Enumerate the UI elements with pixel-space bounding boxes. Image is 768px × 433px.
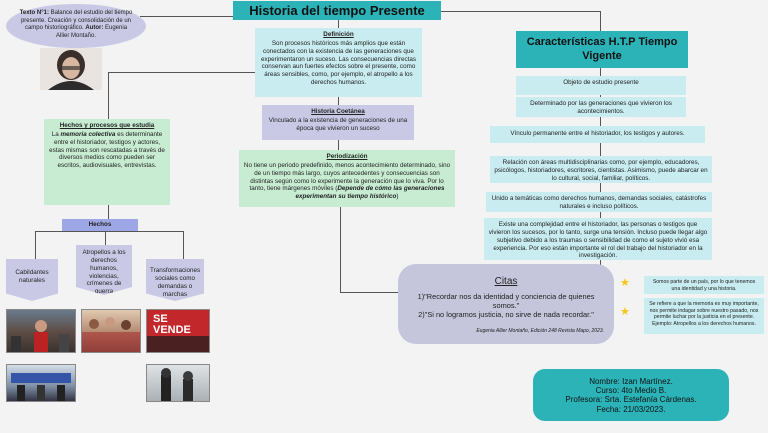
citas-title: Citas xyxy=(494,276,518,287)
hechos-procesos-text: es determinante entre el historiador, te… xyxy=(49,130,165,170)
comment-text: Se refiere a que la memoria es muy impor… xyxy=(649,301,759,327)
author-portrait xyxy=(40,48,102,90)
connector xyxy=(440,11,600,12)
hechos-procesos-box: Hechos y procesos que estudia La memoria… xyxy=(44,119,170,205)
hechos-procesos-bold: memoria colectiva xyxy=(60,130,116,138)
citas-box: Citas 1)"Recordar nos da identidad y con… xyxy=(398,264,614,344)
source-note-text: Balance del estudio del tiempo presente.… xyxy=(20,10,133,31)
comment-box: Somos parte de un país, por lo que tenem… xyxy=(644,276,764,294)
connector xyxy=(340,292,398,293)
connector xyxy=(338,140,339,150)
hecho-item: Atropellos a los derechos humanos, viole… xyxy=(76,245,132,295)
student-info: Nombre: Izan Martínez. Curso: 4to Medio … xyxy=(533,369,729,421)
caracteristica-text: Objeto de estudio presente xyxy=(563,79,639,86)
photo-march xyxy=(6,364,76,402)
source-note-label: Texto N°1: xyxy=(19,10,49,16)
cita-quote-1: 1)"Recordar nos da identidad y concienci… xyxy=(417,291,595,310)
connector xyxy=(140,16,235,17)
connector xyxy=(35,231,183,232)
hechos-procesos-title: Hechos y procesos que estudia xyxy=(59,122,155,129)
caracteristica-item: Existe una complejidad entre el historia… xyxy=(484,218,712,260)
caracteristica-text: Determinado por las generaciones que viv… xyxy=(530,100,672,115)
photo-protest-1 xyxy=(6,309,76,353)
comment-box: Se refiere a que la memoria es muy impor… xyxy=(644,298,764,334)
definition-box: Definición Son procesos históricos más a… xyxy=(255,28,422,97)
student-line: Fecha: 21/03/2023. xyxy=(596,404,666,414)
page-title-text: Historia del tiempo Presente xyxy=(249,3,425,18)
connector xyxy=(340,207,341,292)
historia-coetanea-box: Historia Coetánea Vinculado a la existen… xyxy=(262,105,414,140)
hecho-item-label: Atropellos a los derechos humanos, viole… xyxy=(82,249,126,296)
page-title: Historia del tiempo Presente xyxy=(233,1,441,20)
caracteristica-text: Unido a temáticas como derechos humanos,… xyxy=(491,195,707,210)
caracteristica-item: Unido a temáticas como derechos humanos,… xyxy=(486,192,712,212)
source-note-author-label: Autor: xyxy=(85,25,104,31)
periodizacion-box: Periodización No tiene un periodo predef… xyxy=(239,150,455,207)
hechos-procesos-prefix: La xyxy=(51,130,61,138)
historia-coetanea-text: Vinculado a la existencia de generacione… xyxy=(268,116,408,132)
star-icon: ★ xyxy=(620,277,630,289)
definition-text: Son procesos históricos más amplios que … xyxy=(260,39,417,87)
caracteristica-item: Objeto de estudio presente xyxy=(516,76,686,95)
hechos-box: Hechos xyxy=(62,219,138,231)
hecho-item: Transformaciones sociales como demandas … xyxy=(146,259,204,301)
caracteristica-item: Vínculo permanente entre el historiador,… xyxy=(490,126,705,143)
photo-police xyxy=(146,364,210,402)
periodizacion-title: Periodización xyxy=(326,153,368,160)
connector xyxy=(108,72,109,119)
caracteristicas-title-box: Características H.T.P Tiempo Vigente xyxy=(516,31,688,68)
caracteristica-text: Relación con áreas multidisciplinarias c… xyxy=(494,159,708,182)
comment-text: Somos parte de un país, por lo que tenem… xyxy=(652,279,756,292)
photo-se-vende: SE VENDE xyxy=(146,309,210,353)
caracteristica-item: Determinado por las generaciones que viv… xyxy=(516,97,686,117)
connector xyxy=(108,72,258,73)
connector xyxy=(600,11,601,31)
student-line: Profesora: Srta. Estefanía Cárdenas. xyxy=(565,395,697,405)
source-note-author: Eugenia Allier Montaño. xyxy=(55,25,128,39)
connector xyxy=(338,97,339,105)
connector xyxy=(338,20,339,28)
hechos-title: Hechos xyxy=(88,221,112,228)
historia-coetanea-title: Historia Coetánea xyxy=(311,108,365,115)
student-line: Curso: 4to Medio B. xyxy=(595,386,667,396)
caracteristica-text: Vínculo permanente entre el historiador,… xyxy=(510,130,685,137)
cita-quote-2: 2)"Si no logramos justicia, no sirve de … xyxy=(418,310,594,319)
star-icon: ★ xyxy=(620,306,630,318)
caracteristica-text: Existe una complejidad entre el historia… xyxy=(488,221,708,260)
connector xyxy=(183,231,184,259)
periodizacion-end: ) xyxy=(396,193,399,201)
source-note: Texto N°1: Balance del estudio del tiemp… xyxy=(6,4,146,48)
definition-title: Definición xyxy=(323,31,354,38)
hecho-item-label: Transformaciones sociales como demandas … xyxy=(150,267,201,298)
periodizacion-italic: Depende de cómo las generaciones experim… xyxy=(295,185,445,201)
connector xyxy=(35,231,36,259)
periodizacion-text: No tiene un periodo predefinido, menos a… xyxy=(243,161,451,193)
hecho-item: Cabildantes naturales xyxy=(6,259,58,301)
photo-sign: SE VENDE xyxy=(153,313,191,336)
photo-protest-2 xyxy=(81,309,141,353)
caracteristicas-title: Características H.T.P Tiempo Vigente xyxy=(526,36,678,62)
connector xyxy=(105,231,106,245)
student-line: Nombre: Izan Martínez. xyxy=(589,377,673,386)
citas-source: Eugenia Allier Montaño, Edición 248 Revi… xyxy=(476,328,604,335)
connector xyxy=(108,205,109,219)
caracteristica-item: Relación con áreas multidisciplinarias c… xyxy=(490,156,712,183)
hecho-item-label: Cabildantes naturales xyxy=(15,269,49,284)
